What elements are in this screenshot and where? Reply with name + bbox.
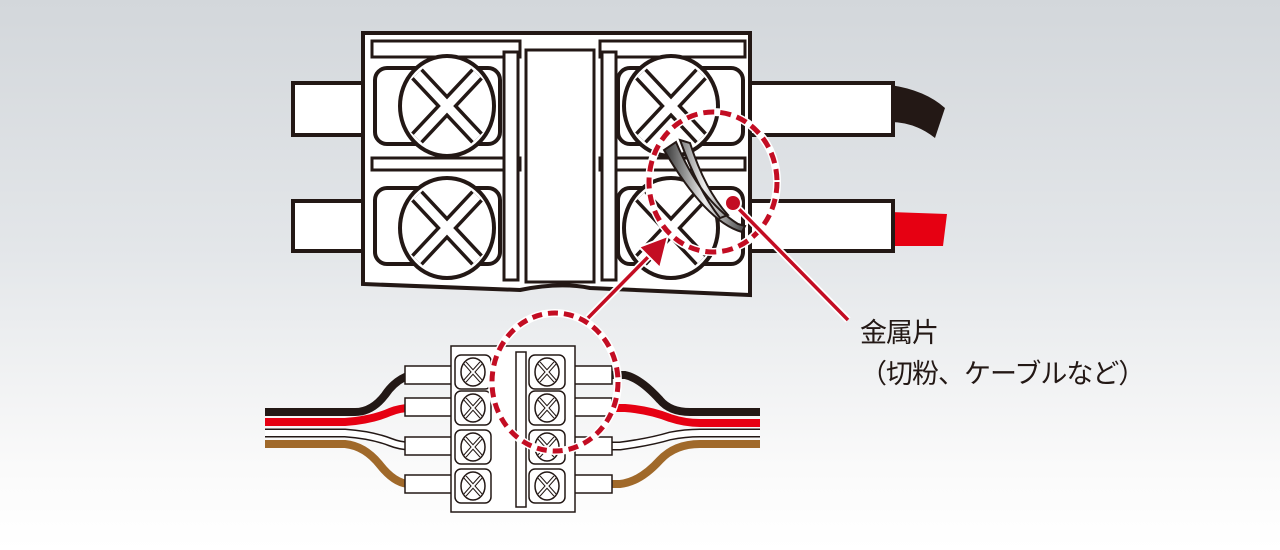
screw-left-top	[400, 56, 494, 156]
small-screw	[527, 353, 567, 391]
small-wire-stub	[404, 436, 454, 456]
leader-dot	[724, 194, 742, 212]
small-screw	[453, 353, 493, 391]
divider-wall	[600, 50, 618, 282]
annotation-subtitle: （切粉、ケーブルなど）	[860, 359, 1145, 390]
large-terminal-block	[291, 31, 947, 298]
small-screw	[453, 389, 493, 427]
small-wire-stub	[571, 397, 613, 417]
small-screw	[453, 467, 493, 505]
callouts	[488, 108, 851, 455]
small-screw	[453, 428, 493, 466]
black-wire	[265, 371, 760, 416]
small-terminal-block	[265, 345, 760, 513]
highlight-circle-small	[489, 310, 621, 454]
black-cable	[890, 85, 945, 138]
small-screw	[527, 389, 567, 427]
center-divider	[524, 48, 596, 284]
screw-right-top	[624, 56, 718, 156]
metal-fragment	[662, 138, 747, 234]
highlight-circle-large	[646, 109, 780, 255]
block-rail	[370, 156, 522, 172]
zoom-arrow	[586, 251, 654, 320]
small-center-divider	[515, 351, 527, 508]
leader-line	[731, 201, 850, 322]
red-cable	[890, 212, 947, 246]
wire-stub-right-top	[738, 81, 895, 137]
brown-wire	[265, 440, 760, 488]
small-wire-stub	[571, 474, 613, 494]
arrow-head	[637, 234, 670, 270]
screw-left-bottom	[400, 178, 494, 278]
small-wire-stub	[404, 397, 454, 417]
annotation-title: 金属片	[860, 318, 939, 349]
small-wire-stub	[404, 365, 454, 385]
small-wire-stub	[571, 365, 613, 385]
small-wire-stub	[404, 474, 454, 494]
divider-wall	[502, 50, 520, 282]
small-screw	[527, 467, 567, 505]
